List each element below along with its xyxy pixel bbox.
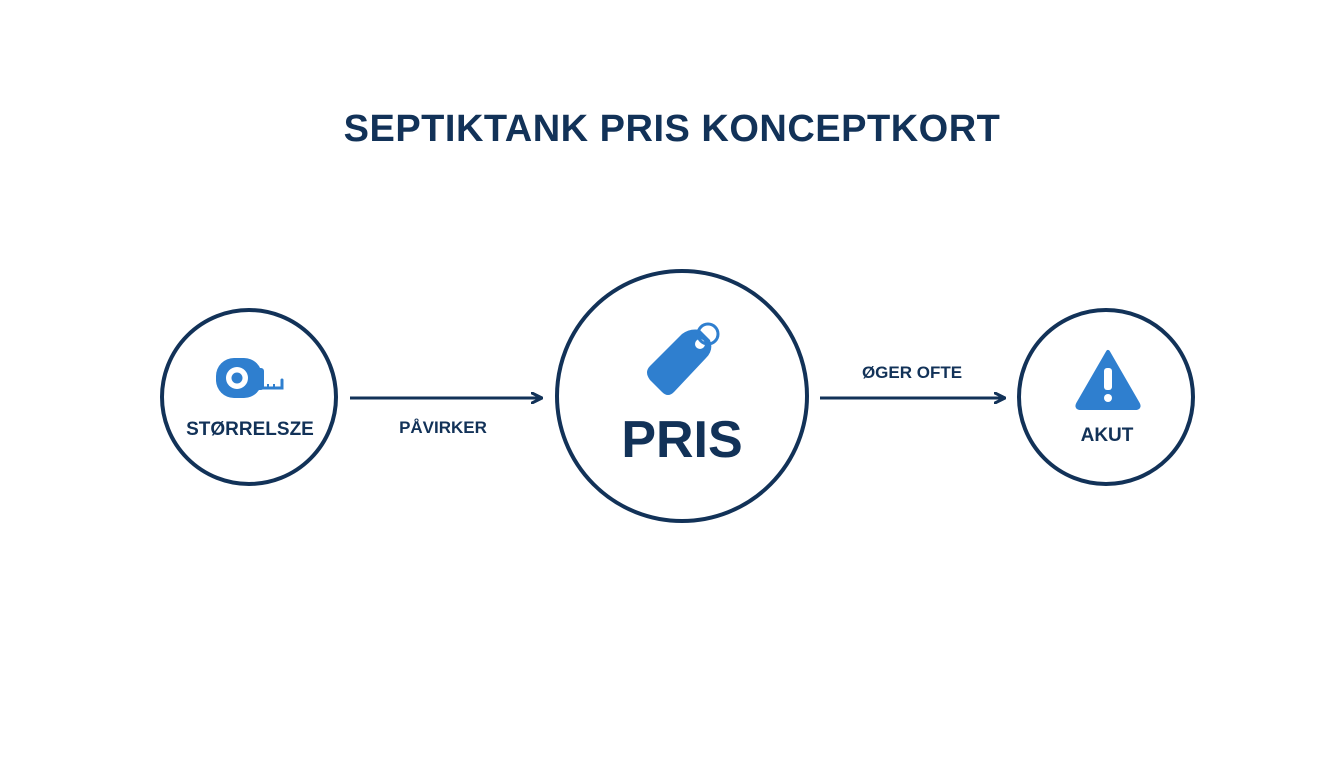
price-tag-icon (647, 322, 720, 395)
diagram-title: SEPTIKTANK PRIS KONCEPTKORT (343, 108, 1001, 150)
node-urgent-label: AKUT (1081, 425, 1134, 446)
node-price-circle (555, 269, 809, 523)
node-price: PRIS (555, 269, 809, 523)
edge-label-size-to-price: PÅVIRKER (399, 418, 487, 437)
edge-label-price-to-urgent: ØGER OFTE (862, 363, 962, 382)
warning-triangle-icon (1075, 350, 1141, 410)
node-urgent: AKUT (1017, 308, 1195, 486)
node-size: STØRRELSZE (160, 308, 338, 486)
tape-measure-icon (216, 358, 284, 398)
node-price-label: PRIS (621, 411, 742, 469)
node-size-label: STØRRELSZE (186, 419, 314, 440)
